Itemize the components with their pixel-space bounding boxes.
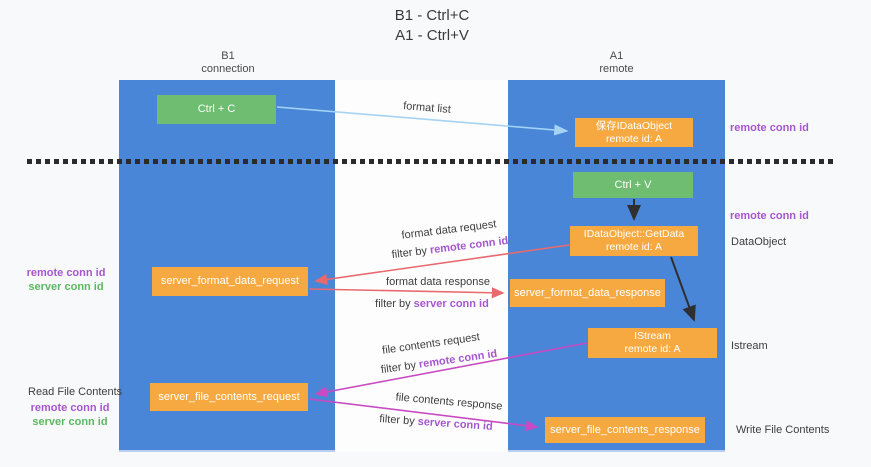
- label-istream: Istream: [731, 340, 768, 352]
- remote-conn-id-text: remote conn id: [30, 402, 110, 414]
- column-b1-title: B1: [221, 50, 235, 62]
- node-save-idataobject: 保存IDataObject remote id: A: [575, 118, 693, 147]
- node-ctrl-v: Ctrl + V: [573, 172, 693, 198]
- node-istream-line1: IStream: [634, 330, 671, 342]
- label-conn-ids-bottom-left: remote conn id server conn id: [24, 401, 116, 429]
- column-header-b1: B1 connection: [120, 50, 336, 76]
- node-server-format-data-response: server_format_data_response: [510, 279, 665, 307]
- node-ctrl-c: Ctrl + C: [157, 95, 276, 124]
- remote-conn-id-text: remote conn id: [26, 267, 106, 279]
- node-server-format-data-request: server_format_data_request: [152, 267, 308, 296]
- column-a1-title: A1: [609, 50, 624, 62]
- label-read-file-contents: Read File Contents: [28, 386, 123, 398]
- node-file-response-label: server_file_contents_response: [550, 423, 700, 436]
- node-format-response-label: server_format_data_response: [514, 286, 661, 299]
- label-dataobject: DataObject: [731, 236, 787, 248]
- server-conn-id-text: server conn id: [413, 298, 489, 310]
- column-header-a1: A1 remote: [508, 50, 725, 76]
- label-conn-ids-mid-left: remote conn id server conn id: [20, 266, 112, 294]
- title-line-b1: B1 - Ctrl+C: [394, 7, 470, 24]
- column-a1-subtitle: remote: [599, 63, 634, 75]
- node-ctrl-v-label: Ctrl + V: [614, 178, 652, 191]
- label-remote-conn-id-top-right: remote conn id: [730, 122, 809, 134]
- label-write-file-contents: Write File Contents: [736, 424, 830, 436]
- server-conn-id-text: server conn id: [32, 416, 108, 428]
- title-line-a1: A1 - Ctrl+V: [395, 27, 469, 44]
- label-remote-conn-id-mid-right: remote conn id: [730, 210, 809, 222]
- node-server-file-contents-request: server_file_contents_request: [150, 383, 308, 411]
- node-istream-line2: remote id: A: [624, 343, 681, 355]
- filter-by-text: filter by: [375, 298, 411, 310]
- node-getdata-line2: remote id: A: [605, 241, 663, 253]
- node-server-file-contents-response: server_file_contents_response: [545, 417, 705, 443]
- node-getdata-line1: IDataObject::GetData: [583, 228, 685, 240]
- node-save-idataobject-line1: 保存IDataObject: [595, 119, 673, 132]
- node-idataobject-getdata: IDataObject::GetData remote id: A: [570, 226, 698, 256]
- label-format-data-response: format data response: [386, 276, 490, 288]
- column-b1-subtitle: connection: [201, 63, 255, 75]
- node-ctrl-c-label: Ctrl + C: [197, 103, 236, 115]
- node-save-idataobject-line2: remote id: A: [605, 132, 663, 145]
- node-format-request-label: server_format_data_request: [160, 275, 300, 287]
- node-file-request-label: server_file_contents_request: [158, 390, 300, 403]
- phase-divider-dashed-line: [27, 159, 833, 164]
- node-istream: IStream remote id: A: [588, 328, 717, 358]
- server-conn-id-text: server conn id: [28, 281, 104, 293]
- page-title: B1 - Ctrl+C A1 - Ctrl+V: [337, 6, 527, 46]
- filter-by-text: filter by: [378, 413, 416, 428]
